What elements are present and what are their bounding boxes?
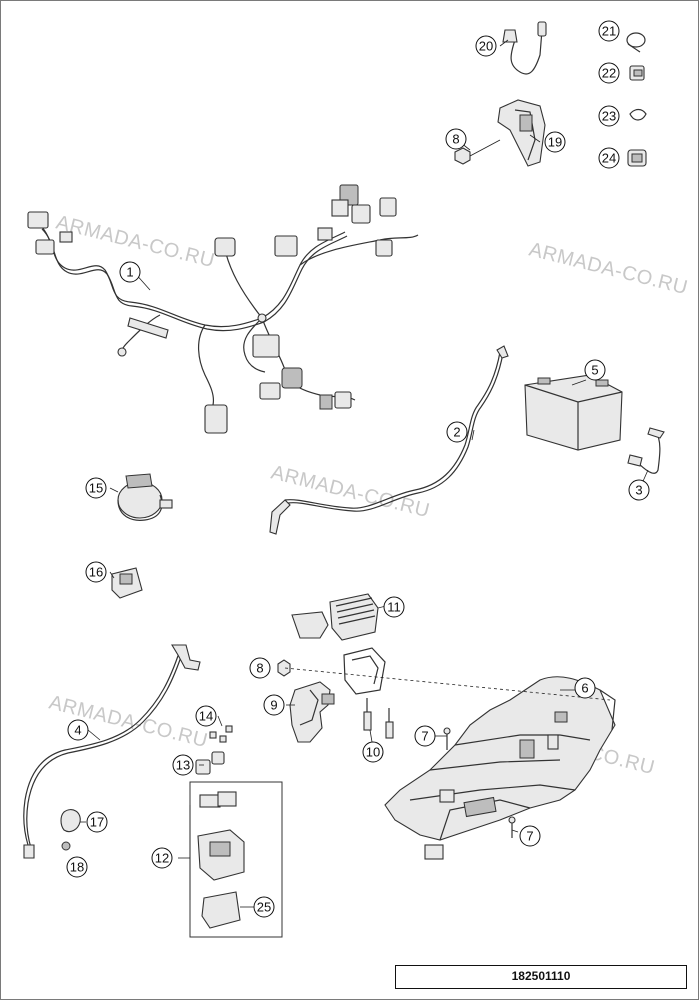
svg-text:22: 22	[602, 66, 616, 81]
svg-text:19: 19	[548, 135, 562, 150]
battery-cable	[269, 345, 509, 535]
wiring-harness	[27, 184, 419, 434]
cable	[23, 644, 201, 859]
callout-25: 25	[253, 896, 275, 918]
cable-tie	[626, 32, 646, 53]
socket-bracket	[497, 21, 547, 167]
callout-21: 21	[598, 20, 620, 42]
callout-13: 13	[172, 754, 194, 776]
callout-10: 10	[362, 741, 384, 763]
svg-text:8: 8	[256, 661, 263, 676]
callout-23: 23	[598, 105, 620, 127]
screw	[443, 727, 451, 750]
callout-5: 5	[584, 359, 606, 381]
callout-22: 22	[598, 62, 620, 84]
bulb	[60, 809, 81, 833]
watermark: ARMADA-CO.RU	[47, 692, 210, 753]
callout-19: 19	[544, 131, 566, 153]
svg-text:10: 10	[366, 745, 380, 760]
callout-15: 15	[85, 477, 107, 499]
callout-17: 17	[86, 811, 108, 833]
callout-9: 9	[263, 694, 285, 716]
small-nut	[61, 841, 71, 851]
drawing-number: 182501110	[511, 969, 571, 983]
callout-4: 4	[67, 719, 89, 741]
svg-text:25: 25	[257, 900, 271, 915]
callout-24: 24	[598, 147, 620, 169]
callout-16: 16	[85, 561, 107, 583]
ground-cable	[627, 427, 665, 474]
callout-7: 7	[519, 825, 541, 847]
svg-text:15: 15	[89, 481, 103, 496]
electronics-carrier	[384, 676, 616, 860]
starter-relay	[117, 473, 173, 521]
voltage-regulator	[291, 593, 386, 695]
svg-text:7: 7	[526, 829, 533, 844]
svg-text:14: 14	[199, 709, 213, 724]
svg-text:20: 20	[479, 39, 493, 54]
drawing-number-box: 182501110	[395, 965, 687, 989]
nut	[277, 659, 291, 677]
battery	[524, 374, 623, 451]
callout-8: 8	[445, 128, 467, 150]
svg-text:21: 21	[602, 24, 616, 39]
svg-text:5: 5	[591, 363, 598, 378]
nut	[454, 139, 501, 165]
callout-6: 6	[574, 677, 596, 699]
svg-text:9: 9	[270, 698, 277, 713]
svg-text:17: 17	[90, 815, 104, 830]
relay	[197, 791, 245, 929]
clip	[629, 108, 647, 121]
svg-text:8: 8	[452, 132, 459, 147]
connector-part	[111, 567, 143, 599]
svg-text:13: 13	[176, 758, 190, 773]
svg-text:6: 6	[581, 681, 588, 696]
svg-text:11: 11	[387, 600, 401, 615]
fuse	[209, 725, 233, 743]
svg-text:12: 12	[155, 851, 169, 866]
callout-3: 3	[628, 479, 650, 501]
svg-text:16: 16	[89, 565, 103, 580]
svg-text:23: 23	[602, 109, 616, 124]
callout-18: 18	[66, 856, 88, 878]
svg-text:4: 4	[74, 723, 81, 738]
svg-text:3: 3	[635, 483, 642, 498]
bracket	[289, 681, 335, 743]
callout-8: 8	[249, 657, 271, 679]
plug	[627, 149, 647, 167]
callout-2: 2	[446, 421, 468, 443]
screw	[508, 816, 516, 838]
svg-text:1: 1	[126, 265, 133, 280]
bolt	[363, 698, 394, 739]
callout-1: 1	[119, 261, 141, 283]
callout-20: 20	[475, 35, 497, 57]
svg-text:24: 24	[602, 151, 616, 166]
callout-12: 12	[151, 847, 173, 869]
fuse-holder	[195, 751, 225, 775]
watermark: ARMADA-CO.RU	[527, 239, 690, 300]
callout-14: 14	[195, 705, 217, 727]
callout-11: 11	[383, 596, 405, 618]
svg-text:2: 2	[453, 425, 460, 440]
svg-text:18: 18	[70, 860, 84, 875]
plug	[629, 65, 645, 81]
svg-text:7: 7	[421, 729, 428, 744]
callout-7: 7	[414, 725, 436, 747]
